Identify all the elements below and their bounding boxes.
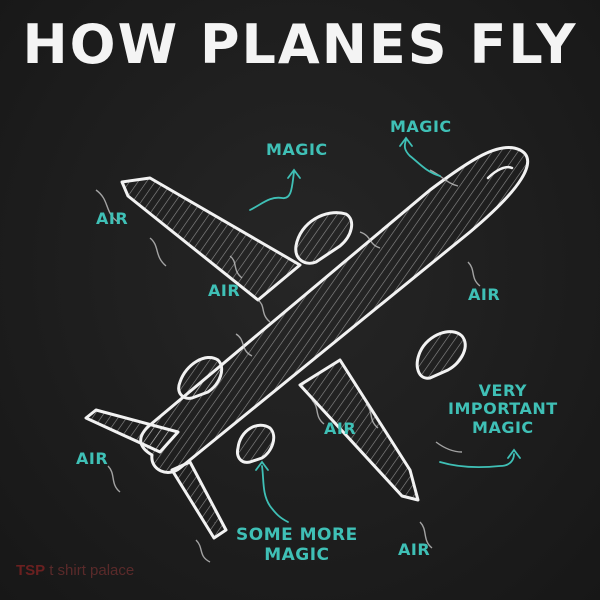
arrow-magic-top-left [249, 171, 295, 211]
right-wing [298, 358, 420, 502]
label-air-center: AIR [324, 419, 357, 438]
label-very-important-line2: IMPORTANT [448, 399, 558, 419]
cockpit-window [486, 165, 514, 180]
airplane-icon [84, 145, 530, 540]
label-some-more-line1: SOME MORE [236, 525, 358, 545]
arrow-very-important [439, 453, 515, 469]
arrow-magic-top-right [403, 139, 441, 177]
arrow-some-more [261, 465, 289, 523]
engine-lower [415, 330, 467, 380]
air-current-lines [95, 169, 481, 563]
left-wing [120, 176, 302, 302]
label-some-more-line2: MAGIC [264, 544, 330, 565]
label-some-more-magic: SOME MORE MAGIC [236, 525, 358, 565]
watermark-text: t shirt palace [49, 562, 135, 579]
engine-tail [236, 423, 276, 464]
magic-arrows [249, 136, 521, 523]
label-very-important-magic: VERY IMPORTANT MAGIC [448, 381, 558, 437]
page-title: HOW PLANES FLY [22, 13, 578, 76]
label-very-important-line3: MAGIC [472, 417, 534, 437]
label-air-right: AIR [468, 285, 501, 304]
stabilizer-lower [170, 460, 228, 540]
watermark-logo: TSP [16, 562, 46, 579]
label-air-bottom: AIR [398, 540, 431, 559]
label-air-tail: AIR [76, 449, 109, 468]
label-very-important-line1: VERY [478, 381, 527, 400]
stabilizer-upper [84, 408, 180, 454]
label-air-mid-left: AIR [208, 281, 241, 300]
label-magic-top-right: MAGIC [390, 117, 452, 136]
label-magic-top-left: MAGIC [266, 140, 328, 159]
engine-left [177, 356, 224, 400]
engine-upper [294, 211, 354, 265]
label-air-left-wing: AIR [96, 209, 129, 228]
